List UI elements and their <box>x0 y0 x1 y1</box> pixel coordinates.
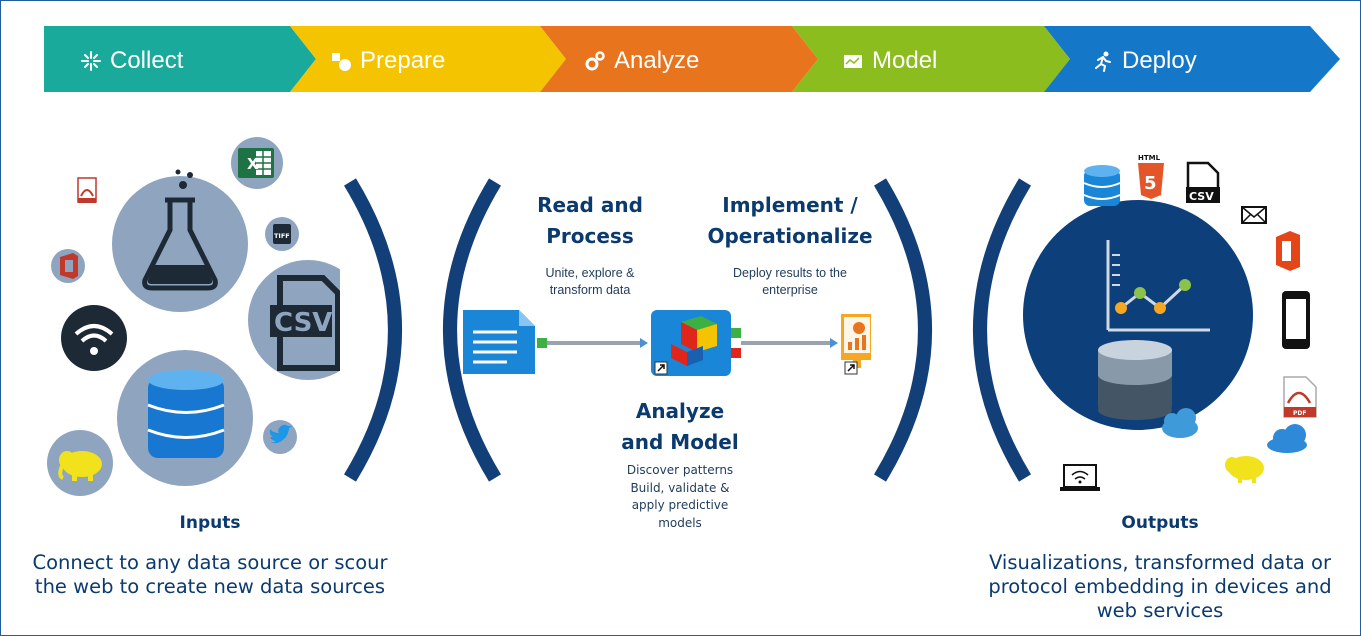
inputs-title: Inputs <box>179 513 241 533</box>
implement-title-line2: Operationalize <box>707 224 873 248</box>
read-process-sub-line2: transform data <box>549 283 631 297</box>
outputs-cluster: HTML 5 CSV PDF <box>1023 154 1317 491</box>
step-prepare-label: Prepare <box>360 47 446 74</box>
html5-icon: HTML 5 <box>1138 154 1164 199</box>
implement-title-line1: Implement / <box>722 193 858 217</box>
input-port <box>640 338 648 348</box>
gears-icon <box>585 51 605 71</box>
input-port <box>830 338 838 348</box>
step-collect: Collect <box>80 47 183 75</box>
step-analyze-label: Analyze <box>614 47 700 74</box>
workflow-nodes <box>463 310 871 376</box>
twitter-icon <box>263 420 297 454</box>
phone-icon <box>1282 291 1310 349</box>
outputs-title: Outputs <box>1121 513 1199 533</box>
inputs-description-line2: the web to create new data sources <box>34 575 386 598</box>
implement-subtitle: Deploy results to the enterprise <box>700 265 880 299</box>
cloud-icon <box>1267 424 1307 453</box>
output-port <box>731 328 741 338</box>
database-icon <box>1083 165 1121 206</box>
analyze-model-sub-line4: models <box>658 515 702 530</box>
tiff-icon: TIFF <box>265 217 299 251</box>
outputs-description-line1: Visualizations, transformed data or <box>989 551 1331 574</box>
read-process-title-line2: Process <box>546 224 634 248</box>
analyze-model-title-line2: and Model <box>621 430 739 454</box>
svg-text:PDF: PDF <box>1293 410 1306 417</box>
svg-text:HTML: HTML <box>1138 154 1161 162</box>
chevron-collect <box>44 26 316 92</box>
output-port <box>731 348 741 358</box>
outputs-description-line2: protocol embedding in devices and <box>988 575 1332 598</box>
analyze-model-title: Analyze and Model <box>610 396 750 458</box>
flask-icon <box>142 169 218 291</box>
step-deploy: Deploy <box>1092 47 1197 75</box>
read-process-subtitle: Unite, explore & transform data <box>515 265 665 299</box>
wifi-icon <box>61 305 127 371</box>
step-analyze: Analyze <box>584 47 699 75</box>
read-process-title: Read and Process <box>520 190 660 252</box>
chevron-analyze <box>540 26 818 92</box>
laptop-wifi-icon <box>1060 464 1100 491</box>
pdf-icon <box>77 177 97 203</box>
analyze-model-sub-line2: Build, validate & <box>630 480 730 495</box>
step-deploy-label: Deploy <box>1122 47 1197 74</box>
chevron-model <box>792 26 1070 92</box>
mail-icon <box>1241 206 1267 224</box>
step-collect-label: Collect <box>110 47 184 74</box>
office-icon <box>1276 231 1300 271</box>
sparkle-icon <box>81 51 101 71</box>
csv-file-icon: CSV <box>1186 161 1220 203</box>
analyze-model-subtitle: Discover patterns Build, validate & appl… <box>600 462 760 532</box>
bracket-left-2 <box>973 178 1031 482</box>
hadoop-elephant-icon <box>1225 456 1264 483</box>
inputs-description-line1: Connect to any data source or scour <box>32 551 388 574</box>
chevron-deploy <box>1044 26 1340 92</box>
svg-text:CSV: CSV <box>1189 190 1214 203</box>
file-reader-node <box>463 310 535 374</box>
inputs-cluster: X TIFF CSV <box>47 137 340 496</box>
database-icon <box>147 370 225 458</box>
process-chevron-bar <box>44 26 1340 92</box>
office-icon <box>51 249 85 283</box>
report-node <box>841 314 871 375</box>
model-node <box>651 310 731 376</box>
svg-text:5: 5 <box>1144 173 1157 194</box>
implement-sub-line1: Deploy results to the <box>733 266 847 280</box>
outputs-description: Visualizations, transformed data or prot… <box>970 551 1350 623</box>
runner-icon <box>1095 51 1111 72</box>
output-port <box>537 338 547 348</box>
step-prepare: Prepare <box>330 47 445 75</box>
implement-sub-line2: enterprise <box>762 283 818 297</box>
svg-text:CSV: CSV <box>274 308 332 338</box>
shapes-icon <box>332 53 351 71</box>
analyze-model-sub-line3: apply predictive <box>631 498 729 512</box>
read-process-title-line1: Read and <box>537 193 643 217</box>
read-process-sub-line1: Unite, explore & <box>545 266 635 280</box>
step-model: Model <box>842 47 937 75</box>
bracket-left-1 <box>443 178 501 482</box>
bracket-right-1 <box>344 178 402 482</box>
cloud-icon <box>1162 408 1198 438</box>
step-model-label: Model <box>872 47 938 74</box>
svg-text:TIFF: TIFF <box>274 232 290 240</box>
pdf-icon: PDF <box>1283 376 1317 418</box>
inputs-description: Connect to any data source or scour the … <box>20 551 400 599</box>
chart-icon <box>1106 240 1210 332</box>
implement-title: Implement / Operationalize <box>700 190 880 252</box>
map-icon <box>844 55 862 68</box>
outputs-description-line3: web services <box>1096 599 1224 622</box>
chevron-prepare <box>290 26 566 92</box>
svg-text:X: X <box>247 155 259 173</box>
csv-file-icon: CSV <box>270 275 340 371</box>
excel-icon: X <box>231 137 283 189</box>
analyze-model-title-line1: Analyze <box>635 399 725 423</box>
database-stack-icon <box>1098 340 1172 420</box>
output-circle <box>1023 200 1253 430</box>
hadoop-elephant-icon <box>47 430 113 496</box>
analyze-model-sub-line1: Discover patterns <box>626 463 734 477</box>
bracket-right-2 <box>874 178 932 482</box>
